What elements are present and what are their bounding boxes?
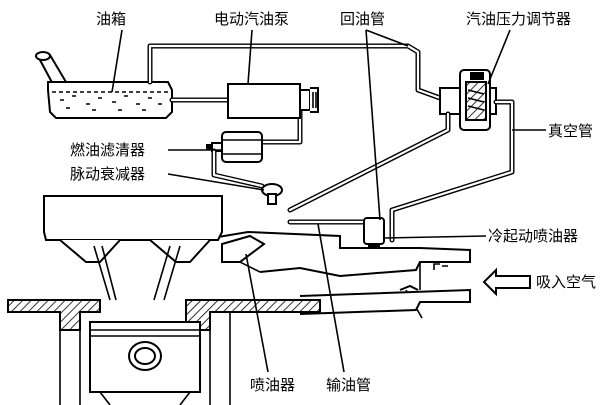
label-return-pipe: 回油管 [340, 10, 385, 28]
label-cold-start-injector: 冷起动喷油器 [488, 227, 578, 245]
pulsation-damper [261, 183, 283, 205]
electric-fuel-pump [227, 83, 319, 119]
cold-start-injector [363, 217, 385, 252]
label-intake-air: 吸入空气 [536, 273, 596, 291]
label-injector: 喷油器 [250, 376, 295, 394]
fuel-pressure-regulator [439, 69, 497, 131]
fuel-filter [206, 131, 263, 163]
fuel-level-dots [52, 91, 170, 111]
fuel-tank [35, 51, 173, 119]
piston [89, 321, 201, 405]
label-electric-pump: 电动汽油泵 [214, 10, 289, 28]
label-pulsation-damper: 脉动衰减器 [70, 165, 145, 183]
label-fuel-delivery-pipe: 输油管 [326, 376, 371, 394]
label-fuel-filter: 燃油滤清器 [70, 141, 145, 159]
label-vacuum-pipe: 真空管 [548, 122, 593, 140]
cylinder-head [43, 195, 266, 301]
leader-lines [111, 29, 546, 373]
intake-manifold [199, 230, 471, 319]
label-pressure-regulator: 汽油压力调节器 [466, 10, 571, 28]
intake-air-arrow [482, 267, 531, 297]
label-fuel-tank: 油箱 [96, 10, 126, 28]
labels: 油箱 电动汽油泵 回油管 汽油压力调节器 燃油滤清器 脉动衰减器 真空管 冷起动… [70, 10, 596, 394]
